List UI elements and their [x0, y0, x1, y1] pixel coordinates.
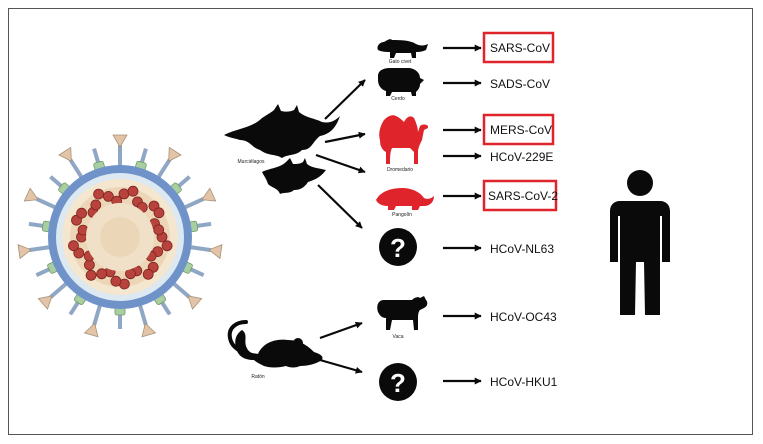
question-icon: ? [379, 228, 417, 266]
pig-icon [378, 68, 424, 96]
bat-icon [224, 104, 340, 194]
civet-icon [377, 39, 428, 58]
cow-icon [377, 296, 428, 330]
source-arrows [315, 79, 366, 374]
host-label-cow: Vaca [392, 334, 403, 340]
pangolin-icon [376, 188, 434, 210]
host-label-pig: Cerdo [391, 96, 405, 102]
question-icon: ? [379, 363, 417, 401]
svg-text:?: ? [390, 233, 406, 263]
highlight-box-sars-cov [482, 31, 555, 64]
coronavirus-icon [17, 134, 223, 338]
svg-text:?: ? [390, 368, 406, 398]
host-label-pangolin: Pangolín [392, 212, 412, 218]
highlight-box-sars-cov-2 [482, 179, 558, 212]
virus-label-hcov-oc43: HCoV-OC43 [490, 310, 557, 324]
highlight-box-mers-cov [482, 113, 555, 146]
virus-label-sads-cov: SADS-CoV [490, 77, 550, 91]
host-label-civet: Gato civet [389, 59, 412, 65]
human-icon [610, 170, 670, 315]
rat-icon [227, 320, 323, 368]
rat-label: Ratón [251, 374, 265, 380]
virus-label-sars-cov: SARS-CoV [490, 41, 550, 55]
bats-label: Murciélagos [238, 159, 265, 165]
host-label-camel: Dromedario [387, 167, 413, 173]
virus-label-hcov-229e: HCoV-229E [490, 150, 553, 164]
host-arrows [443, 44, 482, 385]
virus-label-mers-cov: MERS-CoV [490, 123, 552, 137]
virus-label-hcov-hku1: HCoV-HKU1 [490, 375, 558, 389]
virus-label-sars-cov-2: SARS-CoV-2 [488, 189, 558, 203]
virus-label-hcov-nl63: HCoV-NL63 [490, 242, 554, 256]
camel-icon [379, 115, 428, 164]
